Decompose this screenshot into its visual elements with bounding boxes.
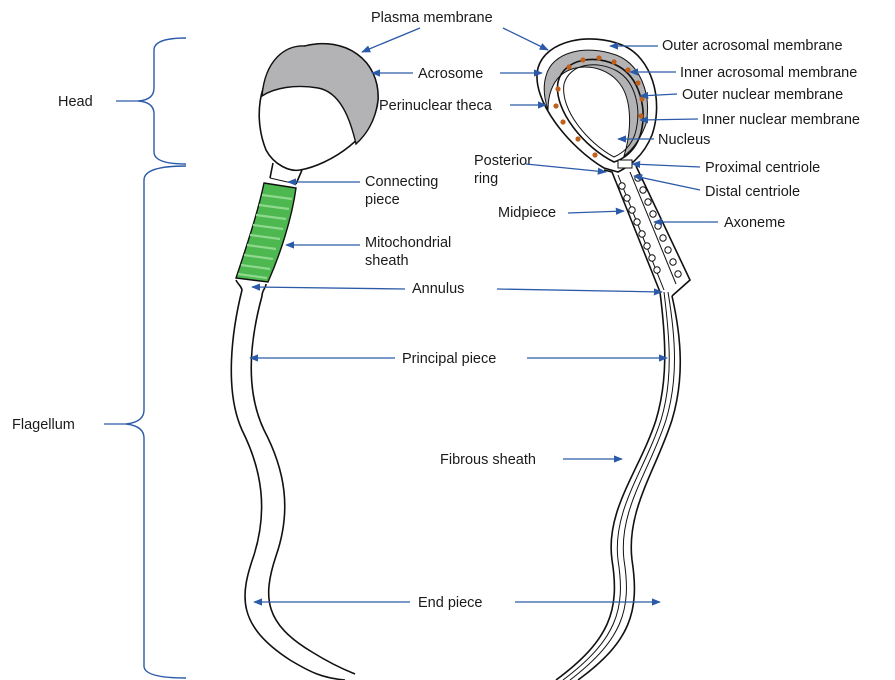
label-connecting-piece-2: piece: [365, 192, 400, 208]
label-inner-nuclear-membrane: Inner nuclear membrane: [702, 112, 860, 128]
label-plasma-membrane: Plasma membrane: [371, 10, 493, 26]
left-tail-outline: [231, 280, 345, 680]
label-mitochondrial-sheath-2: sheath: [365, 253, 409, 269]
head-bracket: [138, 38, 186, 164]
label-posterior-ring-1: Posterior: [474, 153, 532, 169]
left-sperm: [231, 44, 378, 680]
label-posterior-ring-2: ring: [474, 171, 498, 187]
label-outer-nuclear-membrane: Outer nuclear membrane: [682, 87, 843, 103]
label-distal-centriole: Distal centriole: [705, 184, 800, 200]
flagellum-label: Flagellum: [12, 417, 75, 433]
label-annulus: Annulus: [412, 281, 464, 297]
head-label: Head: [58, 94, 93, 110]
label-mitochondrial-sheath-1: Mitochondrial: [365, 235, 451, 251]
label-inner-acrosomal-membrane: Inner acrosomal membrane: [680, 65, 857, 81]
label-end-piece: End piece: [418, 595, 483, 611]
label-connecting-piece-1: Connecting: [365, 174, 438, 190]
label-outer-acrosomal-membrane: Outer acrosomal membrane: [662, 38, 843, 54]
label-perinuclear-theca: Perinuclear theca: [379, 98, 493, 114]
label-midpiece: Midpiece: [498, 205, 556, 221]
acrosome-cap: [262, 44, 378, 144]
label-nucleus: Nucleus: [658, 132, 710, 148]
label-fibrous-sheath: Fibrous sheath: [440, 452, 536, 468]
flagellum-bracket: [126, 166, 186, 678]
label-axoneme: Axoneme: [724, 215, 785, 231]
mitochondria-circles: [619, 175, 681, 277]
label-acrosome: Acrosome: [418, 66, 483, 82]
label-proximal-centriole: Proximal centriole: [705, 160, 820, 176]
label-principal-piece: Principal piece: [402, 351, 496, 367]
